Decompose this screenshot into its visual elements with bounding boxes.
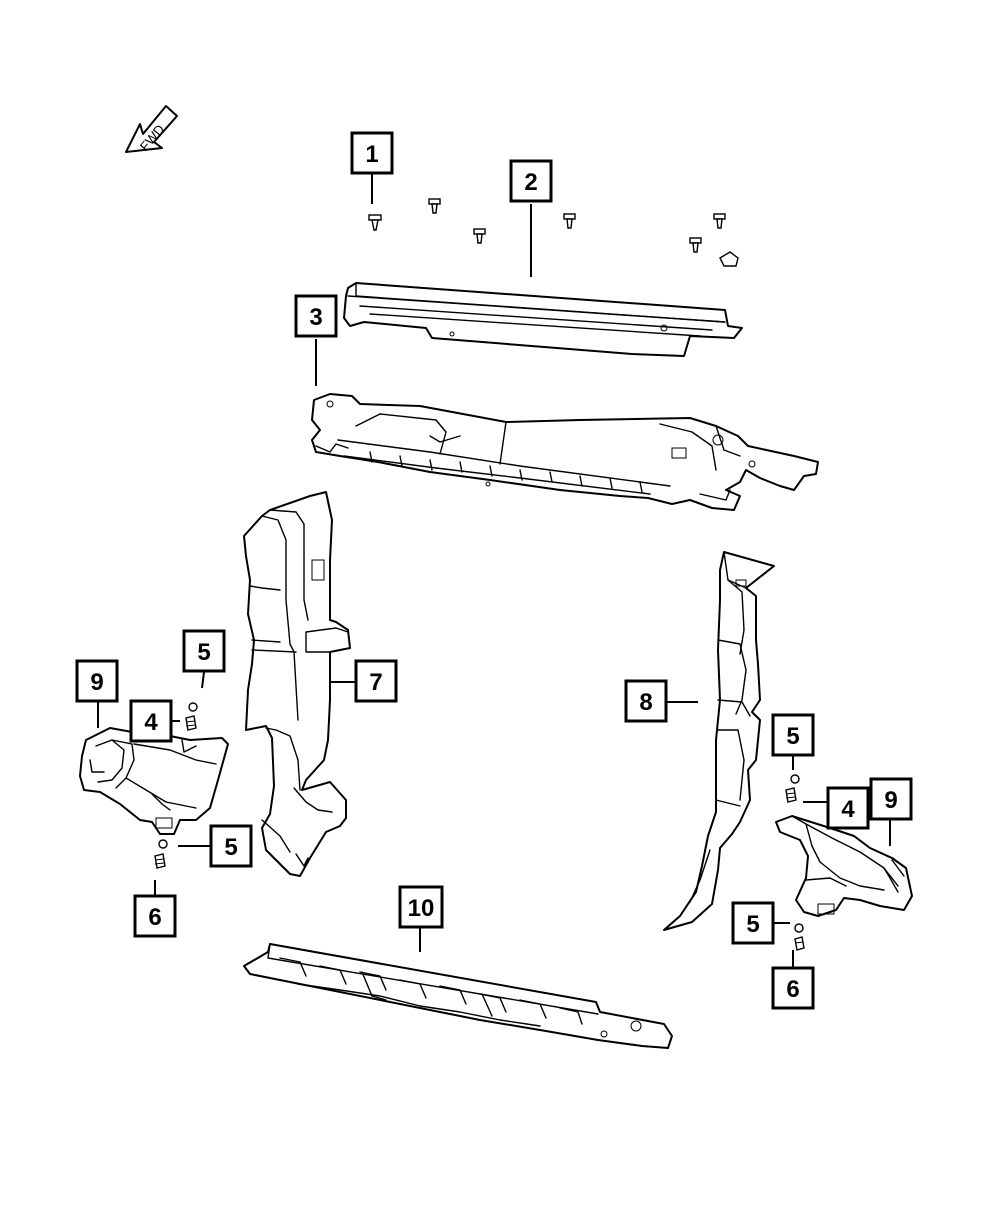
callout-number: 9 [90, 669, 103, 696]
push-pin-fasteners [368, 198, 739, 267]
callout-number: 4 [841, 796, 855, 823]
callout-6: 6 [771, 966, 815, 1010]
callout-number: 8 [639, 689, 652, 716]
callout-number: 5 [197, 639, 210, 666]
right-air-deflector [663, 551, 775, 931]
push-pin-icon [428, 198, 441, 214]
callout-number: 5 [786, 723, 799, 750]
callout-number: 6 [786, 976, 799, 1003]
push-pin-icon [368, 214, 382, 231]
callout-4: 4 [826, 786, 870, 830]
push-pin-icon [473, 228, 486, 244]
upper-crossmember [311, 393, 819, 511]
lower-air-deflector [243, 943, 673, 1049]
callout-9: 9 [75, 659, 119, 703]
bolt-icon [158, 839, 168, 849]
callout-9: 9 [869, 777, 913, 821]
callout-5: 5 [182, 629, 226, 673]
callout-8: 8 [624, 679, 668, 723]
nut-icon [154, 853, 166, 869]
callout-1: 1 [350, 131, 394, 175]
fastener-nuts [154, 702, 805, 951]
callout-number: 3 [309, 304, 322, 331]
callout-number: 5 [224, 834, 237, 861]
forward-arrow-icon: FWD [125, 105, 178, 154]
right-lower-air-guide [775, 815, 913, 917]
callout-number: 4 [144, 709, 158, 736]
clip-nut-icon [719, 251, 739, 267]
callout-number: 10 [408, 895, 435, 922]
bolt-icon [794, 923, 804, 933]
callout-7: 7 [354, 659, 398, 703]
push-pin-icon [713, 213, 726, 229]
callout-10: 10 [398, 885, 444, 929]
callout-6: 6 [133, 894, 177, 938]
callout-5: 5 [209, 824, 253, 868]
callout-number: 2 [524, 169, 537, 196]
leader-lines [97, 173, 891, 968]
callout-number: 1 [365, 141, 378, 168]
bolt-icon [188, 702, 198, 712]
push-pin-icon [563, 213, 576, 229]
callout-2: 2 [509, 159, 553, 203]
push-pin-icon [689, 237, 702, 253]
nut-icon [185, 715, 197, 731]
callout-3: 3 [294, 294, 338, 338]
callout-number: 7 [369, 669, 382, 696]
callout-number: 6 [148, 904, 161, 931]
upper-radiator-seal [343, 282, 743, 357]
callout-number: 5 [746, 911, 759, 938]
callout-5: 5 [771, 713, 815, 757]
callout-4: 4 [129, 699, 173, 743]
left-air-deflector [243, 491, 351, 877]
nut-icon [785, 787, 797, 803]
bolt-icon [790, 774, 800, 784]
callout-number: 9 [884, 787, 897, 814]
callout-5: 5 [731, 901, 775, 945]
nut-icon [794, 936, 805, 951]
left-lower-air-guide [79, 727, 229, 835]
